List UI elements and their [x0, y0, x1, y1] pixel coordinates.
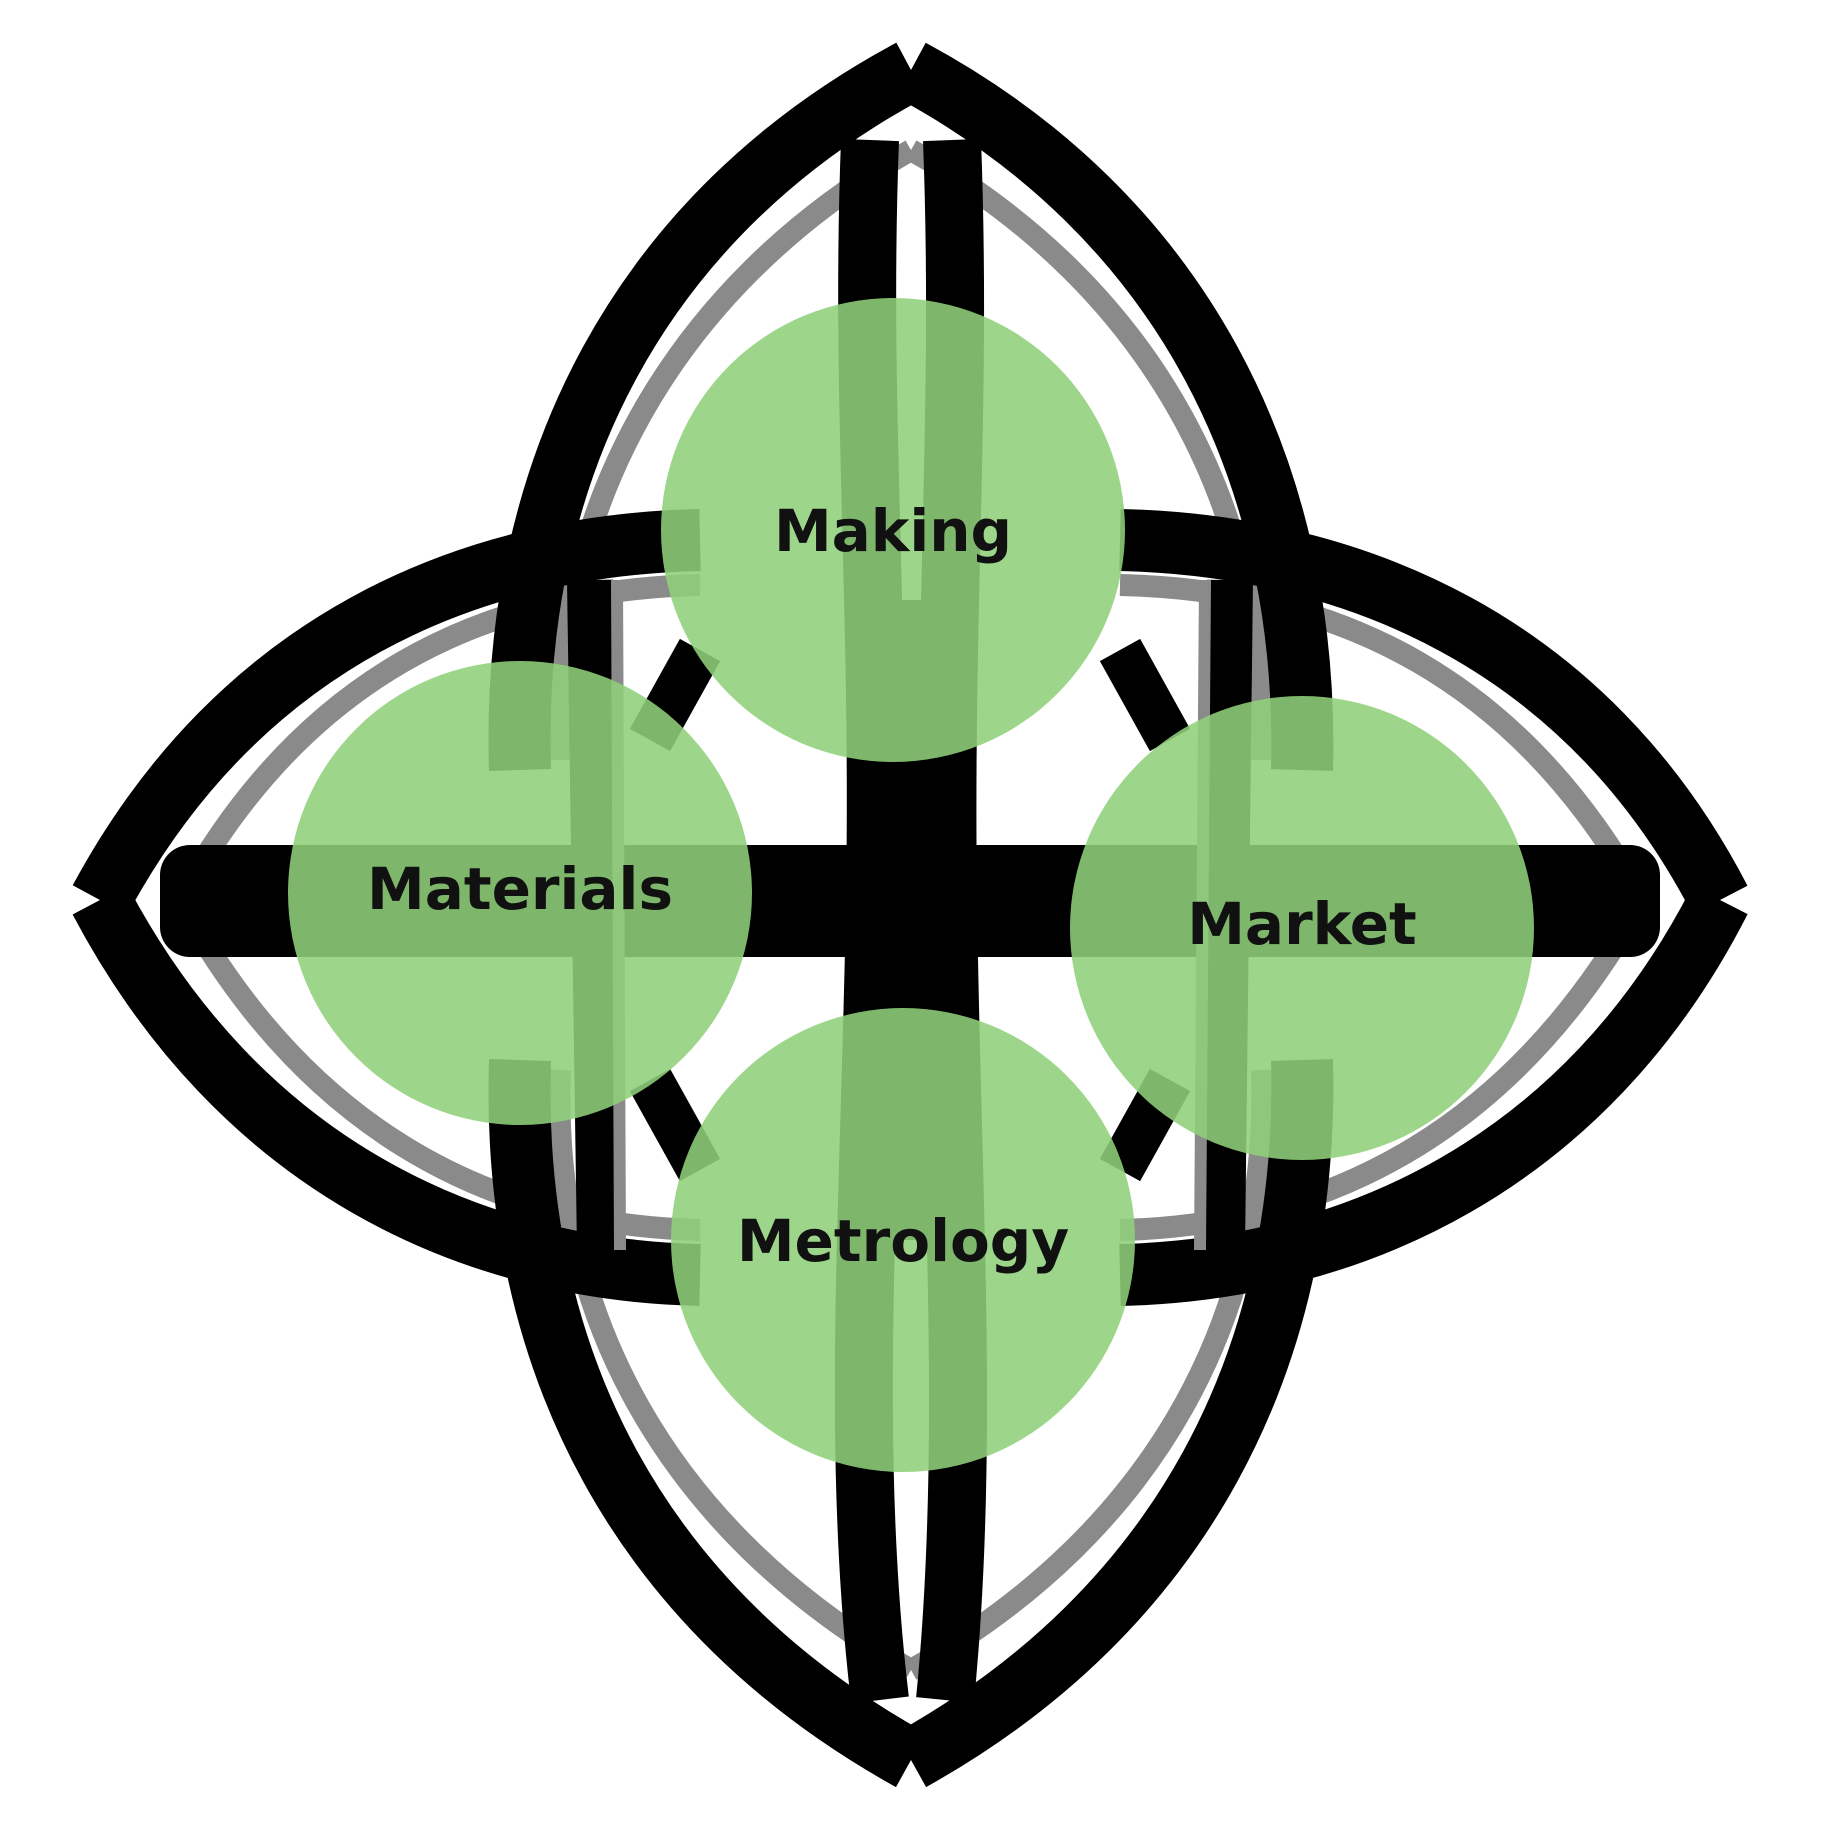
knot-bands — [72, 42, 1748, 1788]
node-making-circle — [661, 298, 1125, 762]
node-market-circle — [1070, 696, 1534, 1160]
node-market[interactable]: Market — [1070, 696, 1534, 1160]
node-market-label: Market — [1187, 890, 1417, 958]
node-making-label: Making — [774, 497, 1012, 565]
node-metrology-label: Metrology — [737, 1207, 1069, 1275]
node-making[interactable]: Making — [661, 298, 1125, 762]
concept-nodes: Making Materials Market Metrology — [288, 298, 1534, 1472]
node-metrology[interactable]: Metrology — [671, 1008, 1135, 1472]
node-materials[interactable]: Materials — [288, 661, 752, 1125]
node-materials-circle — [288, 661, 752, 1125]
node-metrology-circle — [671, 1008, 1135, 1472]
node-materials-label: Materials — [367, 855, 673, 923]
knot-shadow — [170, 140, 1652, 1680]
